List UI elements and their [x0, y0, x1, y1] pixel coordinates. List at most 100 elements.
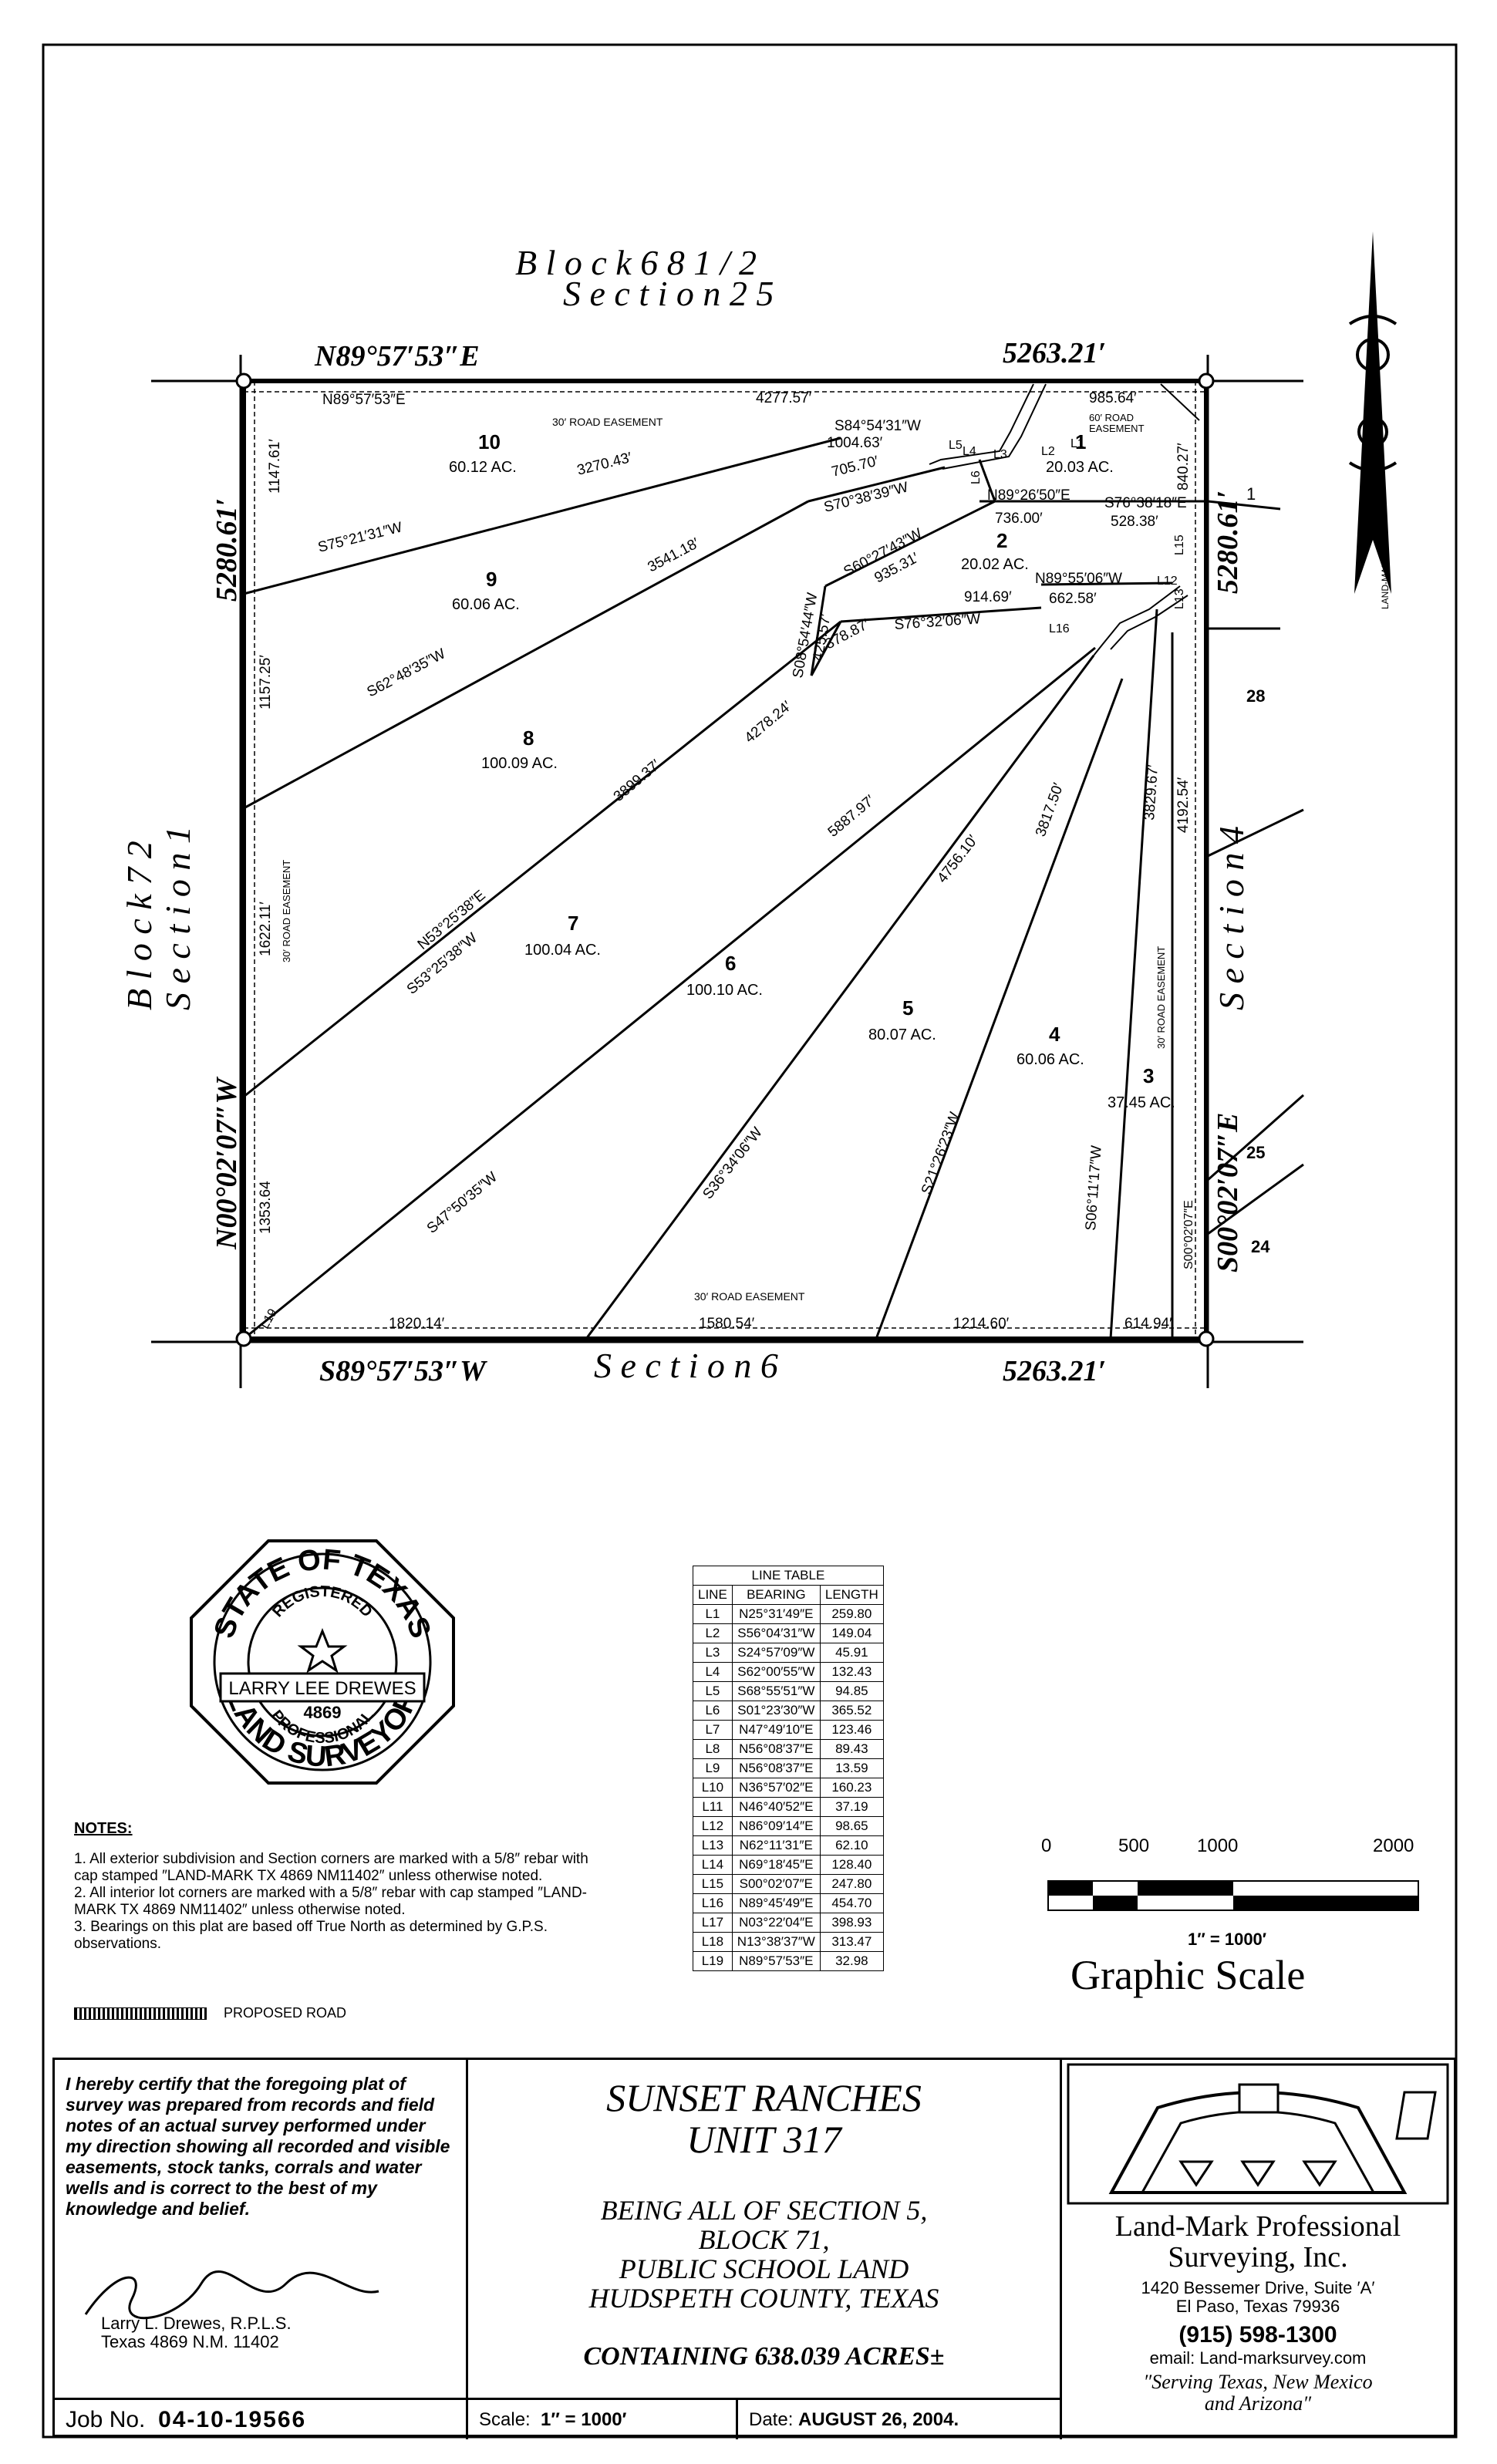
seal-surveyor-name: LARRY LEE DREWES	[228, 1678, 416, 1699]
dim-label: S62°48′35″W	[364, 645, 448, 700]
adjacent-section-25: 25	[1246, 1143, 1265, 1162]
proposed-road	[929, 383, 1200, 656]
north-arrow-label: LAND-MARK	[1380, 554, 1391, 609]
dim-label: 528.38′	[1111, 514, 1158, 530]
graphic-scale: 0 500 1000 2000 1″ = 1000′ Graphic Scale	[1033, 1835, 1435, 2013]
company-address-2: El Paso, Texas 79936	[1175, 2297, 1340, 2316]
svg-text:REGISTERED: REGISTERED	[269, 1583, 376, 1621]
line-table-cell: L4	[693, 1662, 733, 1682]
legend: PROPOSED ROAD	[74, 2005, 346, 2021]
line-table-header: LENGTH	[819, 1585, 884, 1605]
west-boundary-distance: 5280.61′	[211, 498, 243, 602]
legend-label: PROPOSED ROAD	[224, 2005, 347, 2021]
lot-labels: 10 60.12 AC. 9 60.06 AC. 8 100.09 AC. 7 …	[449, 430, 1175, 1111]
line-table-cell: L1	[693, 1604, 733, 1624]
corner-monuments	[235, 372, 1215, 1347]
dim-label: L4	[963, 445, 976, 458]
section-top-label: S e c t i o n 2 5	[563, 274, 774, 313]
title-name-1: SUNSET RANCHES	[606, 2076, 922, 2119]
dim-label: N89°55′06″W	[1035, 571, 1122, 587]
lot-number: 2	[996, 529, 1007, 552]
dim-label: 1622.11′	[258, 902, 274, 956]
title-desc-1: BEING ALL OF SECTION 5,	[600, 2195, 928, 2226]
easement-lines	[244, 381, 1206, 1339]
scale-value: 1″ = 1000′	[541, 2408, 627, 2430]
line-table-cell: N13°38′37″W	[731, 1932, 821, 1952]
company-email: email: Land-marksurvey.com	[1149, 2348, 1367, 2368]
subdivision-title: SUNSET RANCHES UNIT 317 BEING ALL OF SEC…	[468, 2060, 1062, 2398]
title-block: I hereby certify that the foregoing plat…	[52, 2058, 1456, 2439]
lot-area: 20.02 AC.	[961, 556, 1029, 573]
dim-label: L5	[949, 439, 963, 452]
dim-label: N89°26′50″E	[987, 487, 1070, 504]
scale-unit: 1″ = 1000′	[1188, 1930, 1267, 1949]
scale-title: Graphic Scale	[1070, 1952, 1306, 1998]
lot-number: 10	[478, 430, 501, 453]
north-arrow-icon: LAND-MARK	[1348, 231, 1398, 609]
line-table-cell: L2	[693, 1623, 733, 1643]
line-table-cell: N89°45′49″E	[731, 1893, 821, 1913]
line-table-cell: N03°22′04″E	[731, 1913, 821, 1933]
dim-label: 914.69′	[964, 589, 1012, 605]
line-table-cell: N36°57′02″E	[731, 1778, 821, 1798]
dim-label: 3817.50′	[1033, 780, 1067, 838]
line-table-cell: 32.98	[819, 1951, 884, 1971]
west-boundary-bearing: N00°02′07″W	[211, 1076, 243, 1250]
dim-label: L13	[1173, 588, 1186, 609]
lot-number: 8	[523, 726, 534, 750]
dim-label: S00°02′07″E	[1182, 1200, 1195, 1269]
line-table-cell: L12	[693, 1816, 733, 1836]
line-table-cell: N56°08′37″E	[731, 1758, 821, 1778]
subdivision-boundary	[241, 379, 1209, 1341]
line-table-cell: S01°23′30″W	[731, 1701, 821, 1721]
sheet-border	[42, 43, 1458, 2439]
line-table-cell: 37.19	[819, 1797, 884, 1817]
star-icon	[297, 1627, 348, 1674]
note-item: 2. All interior lot corners are marked w…	[74, 1885, 588, 1918]
dim-label: L1	[1070, 437, 1084, 450]
scale-bar	[1047, 1880, 1419, 1911]
line-table-cell: N86°09′14″E	[731, 1816, 821, 1836]
lot-area: 100.09 AC.	[481, 755, 558, 772]
line-table-cell: 313.47	[819, 1932, 884, 1952]
line-table-cell: 62.10	[819, 1835, 884, 1856]
dim-label: L16	[1049, 622, 1070, 635]
dim-label: S76°32′06″W	[894, 611, 981, 633]
line-table-cell: L14	[693, 1855, 733, 1875]
section-bottom-label: S e c t i o n 6	[594, 1346, 778, 1385]
dim-label: 3899.37′	[611, 757, 664, 805]
dim-label: 1580.54′	[699, 1316, 755, 1332]
line-table-cell: 259.80	[819, 1604, 884, 1624]
line-table-cell: 123.46	[819, 1720, 884, 1740]
date-label: Date:	[749, 2408, 794, 2430]
dim-label: 30′ ROAD EASEMENT	[694, 1290, 805, 1303]
title-name-2: UNIT 317	[686, 2118, 841, 2161]
dim-label: 1157.25′	[258, 655, 274, 710]
dim-label: 3270.43′	[575, 450, 634, 479]
section-left-label: S e c t i o n 1	[158, 826, 197, 1010]
dim-label: 1353.64	[258, 1181, 274, 1234]
line-table-cell: N62°11′31″E	[731, 1835, 821, 1856]
lot-area: 20.03 AC.	[1046, 459, 1114, 476]
dim-label: EASEMENT	[1089, 423, 1145, 434]
scale-tick: 0	[1041, 1835, 1052, 1856]
line-table-cell: N25°31′49″E	[731, 1604, 821, 1624]
title-desc-2: BLOCK 71,	[698, 2224, 830, 2255]
line-table-cell: L11	[693, 1797, 733, 1817]
lot-number: 6	[725, 952, 736, 975]
dim-label: 736.00′	[995, 511, 1043, 527]
